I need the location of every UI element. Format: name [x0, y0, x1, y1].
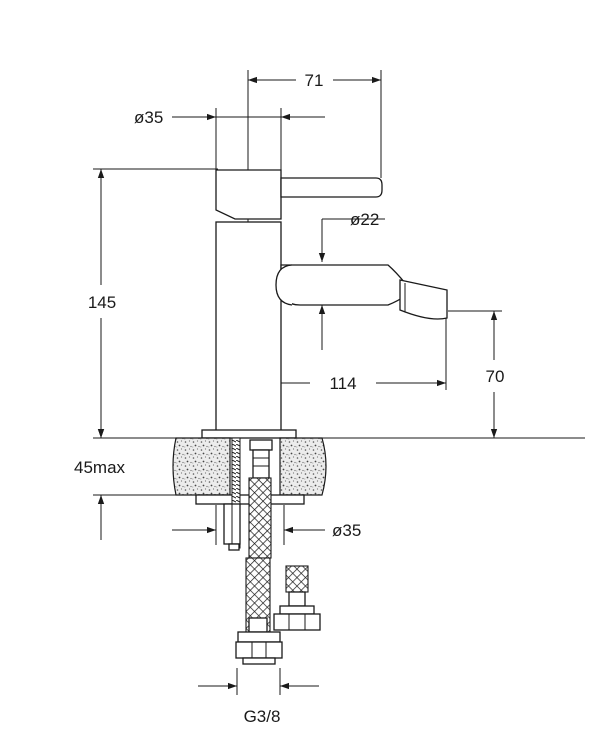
countertop-section — [150, 437, 345, 505]
faucet-body — [201, 137, 448, 439]
dimension-connection-thread: G3/8 — [198, 668, 319, 726]
body-diameter-label: ø35 — [134, 108, 163, 127]
counter-thickness-label: 45max — [74, 458, 126, 477]
dimension-spout-height: 70 — [448, 310, 505, 438]
dimension-mount-diameter: ø35 — [172, 505, 361, 545]
lever-reach-label: 71 — [305, 71, 324, 90]
spout-diameter-label: ø22 — [350, 210, 379, 229]
height-label: 145 — [88, 293, 116, 312]
dimension-spout-diameter: ø22 — [318, 210, 385, 350]
dimension-lever-reach: 71 — [247, 70, 382, 178]
spout-height-label: 70 — [486, 367, 505, 386]
mount-diameter-label: ø35 — [332, 521, 361, 540]
mounting-hardware — [223, 437, 321, 665]
dimension-body-diameter: ø35 — [134, 108, 325, 170]
connection-thread-label: G3/8 — [244, 707, 281, 726]
spout-reach-label: 114 — [329, 374, 356, 393]
